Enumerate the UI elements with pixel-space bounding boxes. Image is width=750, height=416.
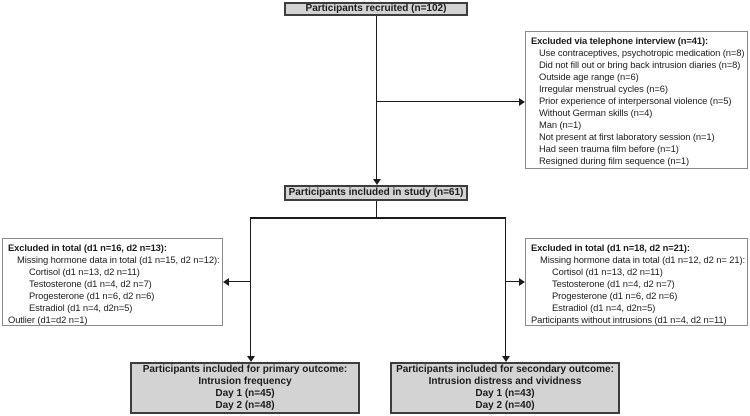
connector-included-stem (375, 201, 377, 218)
exclusion-line: Missing hormone data in total (d1 n=12, … (540, 254, 746, 265)
telephone-exclusion-box: Excluded via telephone interview (n=41):… (525, 31, 748, 169)
exclusion-line: Progesterone (d1 n=6, d2 n=6) (29, 290, 155, 301)
exclusion-line: Cortisol (d1 n=13, d2 n=11) (29, 266, 140, 277)
connector-to-right-exclusion (505, 281, 520, 283)
included-label: Participants included in study (n=61) (288, 187, 464, 198)
exclusion-line: Estradiol (d1 n=4, d2n=5) (29, 302, 133, 313)
connector-to-telephone-exclusion (376, 101, 519, 103)
secondary-outcome-title: Participants included for secondary outc… (396, 364, 614, 375)
left-exclusion-box: Excluded in total (d1 n=16, d2 n=13): Mi… (2, 238, 223, 326)
right-exclusion-title: Excluded in total (d1 n=18, d2 n=21): (531, 242, 690, 253)
arrowhead-right-telephone (519, 97, 525, 106)
primary-outcome-title: Participants included for primary outcom… (142, 364, 348, 375)
connector-left-branch (249, 217, 251, 356)
exclusion-line: Participants without intrusions (d1 n=4,… (531, 314, 727, 325)
secondary-outcome-subtitle: Intrusion distress and vividness (428, 376, 582, 387)
connector-split-horizontal (249, 217, 506, 219)
arrowhead-down-primary (246, 356, 255, 362)
exclusion-line: Testosterone (d1 n=4, d2 n=7) (29, 278, 152, 289)
connector-right-branch (504, 217, 506, 356)
primary-outcome-day1: Day 1 (n=45) (215, 388, 275, 399)
arrowhead-right-exclusion (519, 277, 525, 286)
arrowhead-down-secondary (501, 356, 510, 362)
exclusion-item: Outside age range (n=6) (539, 71, 639, 82)
secondary-outcome-day2: Day 2 (n=40) (475, 400, 535, 411)
primary-outcome-day2: Day 2 (n=48) (215, 400, 275, 411)
exclusion-item: Had seen trauma film before (n=1) (539, 143, 679, 154)
exclusion-line: Missing hormone data in total (d1 n=15, … (17, 254, 220, 265)
recruited-label: Participants recruited (n=102) (305, 3, 447, 14)
exclusion-item: Without German skills (n=4) (539, 107, 653, 118)
exclusion-line: Estradiol (d1 n=4, d2n=5) (552, 302, 656, 313)
primary-outcome-subtitle: Intrusion frequency (198, 376, 292, 387)
exclusion-item: Did not fill out or bring back intrusion… (539, 59, 741, 70)
exclusion-line: Testosterone (d1 n=4, d2 n=7) (552, 278, 675, 289)
connector-to-left-exclusion (229, 281, 250, 283)
primary-outcome-box: Participants included for primary outcom… (130, 362, 360, 414)
connector-recruited-to-included (375, 16, 377, 179)
arrowhead-down-included (372, 179, 381, 185)
telephone-exclusion-title: Excluded via telephone interview (n=41): (531, 35, 709, 46)
exclusion-item: Use contraceptives, psychotropic medicat… (539, 47, 745, 58)
exclusion-line: Cortisol (d1 n=13, d2 n=11) (552, 266, 663, 277)
exclusion-item: Man (n=1) (539, 119, 582, 130)
secondary-outcome-box: Participants included for secondary outc… (390, 362, 620, 414)
exclusion-item: Prior experience of interpersonal violen… (539, 95, 732, 106)
exclusion-item: Resigned during film sequence (n=1) (539, 155, 689, 166)
included-box: Participants included in study (n=61) (284, 185, 468, 201)
exclusion-item: Not present at first laboratory session … (539, 131, 715, 142)
exclusion-line: Progesterone (d1 n=6, d2 n=6) (552, 290, 678, 301)
arrowhead-left-exclusion (223, 277, 229, 286)
right-exclusion-box: Excluded in total (d1 n=18, d2 n=21): Mi… (525, 238, 748, 326)
secondary-outcome-day1: Day 1 (n=43) (475, 388, 535, 399)
exclusion-line: Outlier (d1=d2 n=1) (8, 314, 88, 325)
recruited-box: Participants recruited (n=102) (284, 2, 468, 16)
exclusion-item: Irregular menstrual cycles (n=6) (539, 83, 668, 94)
left-exclusion-title: Excluded in total (d1 n=16, d2 n=13): (8, 242, 167, 253)
